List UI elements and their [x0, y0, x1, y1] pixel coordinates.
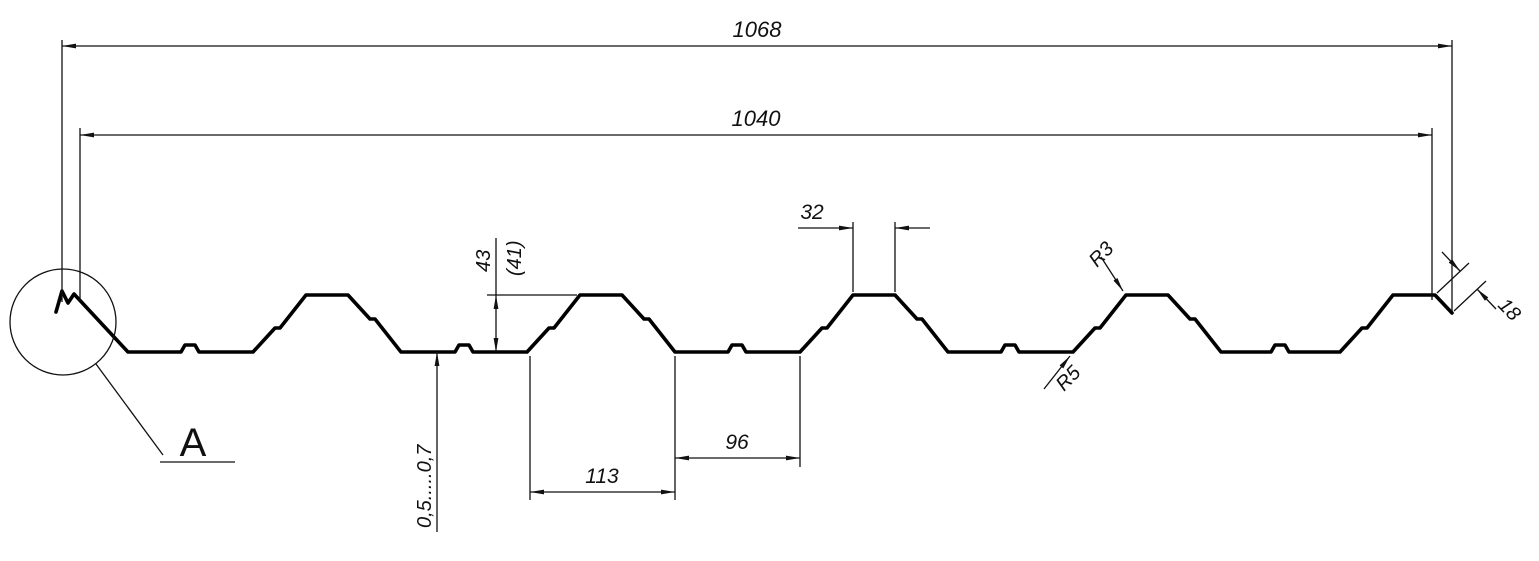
- dim-overall-width-label: 1068: [733, 17, 783, 42]
- detail-callout: A: [9, 268, 235, 465]
- dim-profile-height-ref-label: (41): [504, 240, 526, 276]
- dim-rib-base-width: 113: [529, 356, 676, 500]
- detail-label: A: [180, 421, 207, 465]
- dim-valley-width-label: 96: [725, 431, 749, 454]
- dim-sheet-thickness: 0,5.....0,7: [414, 352, 440, 532]
- leader-line: [1100, 256, 1124, 292]
- leader-line: [1043, 355, 1071, 390]
- dim-useful-width: 1040: [79, 106, 1433, 301]
- dim-rib-base-width-label: 113: [585, 465, 619, 488]
- detail-leader-line: [95, 363, 164, 456]
- dim-valley-width: 96: [675, 356, 801, 467]
- dim-rib-top-width-label: 32: [800, 201, 824, 224]
- dim-bottom-radius-label: R5: [1052, 361, 1086, 395]
- dim-overall-width: 1068: [61, 17, 1453, 311]
- dim-rib-top-width: 32: [798, 201, 930, 292]
- dim-line-lower: [1476, 288, 1497, 310]
- dim-sheet-thickness-label: 0,5.....0,7: [414, 444, 436, 528]
- profile-outline: [54, 289, 1454, 354]
- dim-top-radius-label: R3: [1085, 238, 1119, 272]
- dim-profile-height-label: 43: [473, 250, 495, 272]
- dim-useful-width-label: 1040: [732, 106, 782, 131]
- dim-edge-lip: 18: [1436, 251, 1525, 325]
- dim-edge-lip-label: 18: [1493, 294, 1524, 325]
- dim-line-upper: [1441, 251, 1461, 272]
- dim-bottom-radius: R5: [1043, 355, 1086, 395]
- sheet-profile-path: [54, 289, 1454, 354]
- detail-circle: [9, 268, 117, 376]
- dim-top-radius: R3: [1085, 238, 1124, 292]
- ext-line: [1453, 280, 1487, 312]
- dim-profile-height: 43 (41): [473, 238, 577, 352]
- ext-line: [1436, 262, 1470, 294]
